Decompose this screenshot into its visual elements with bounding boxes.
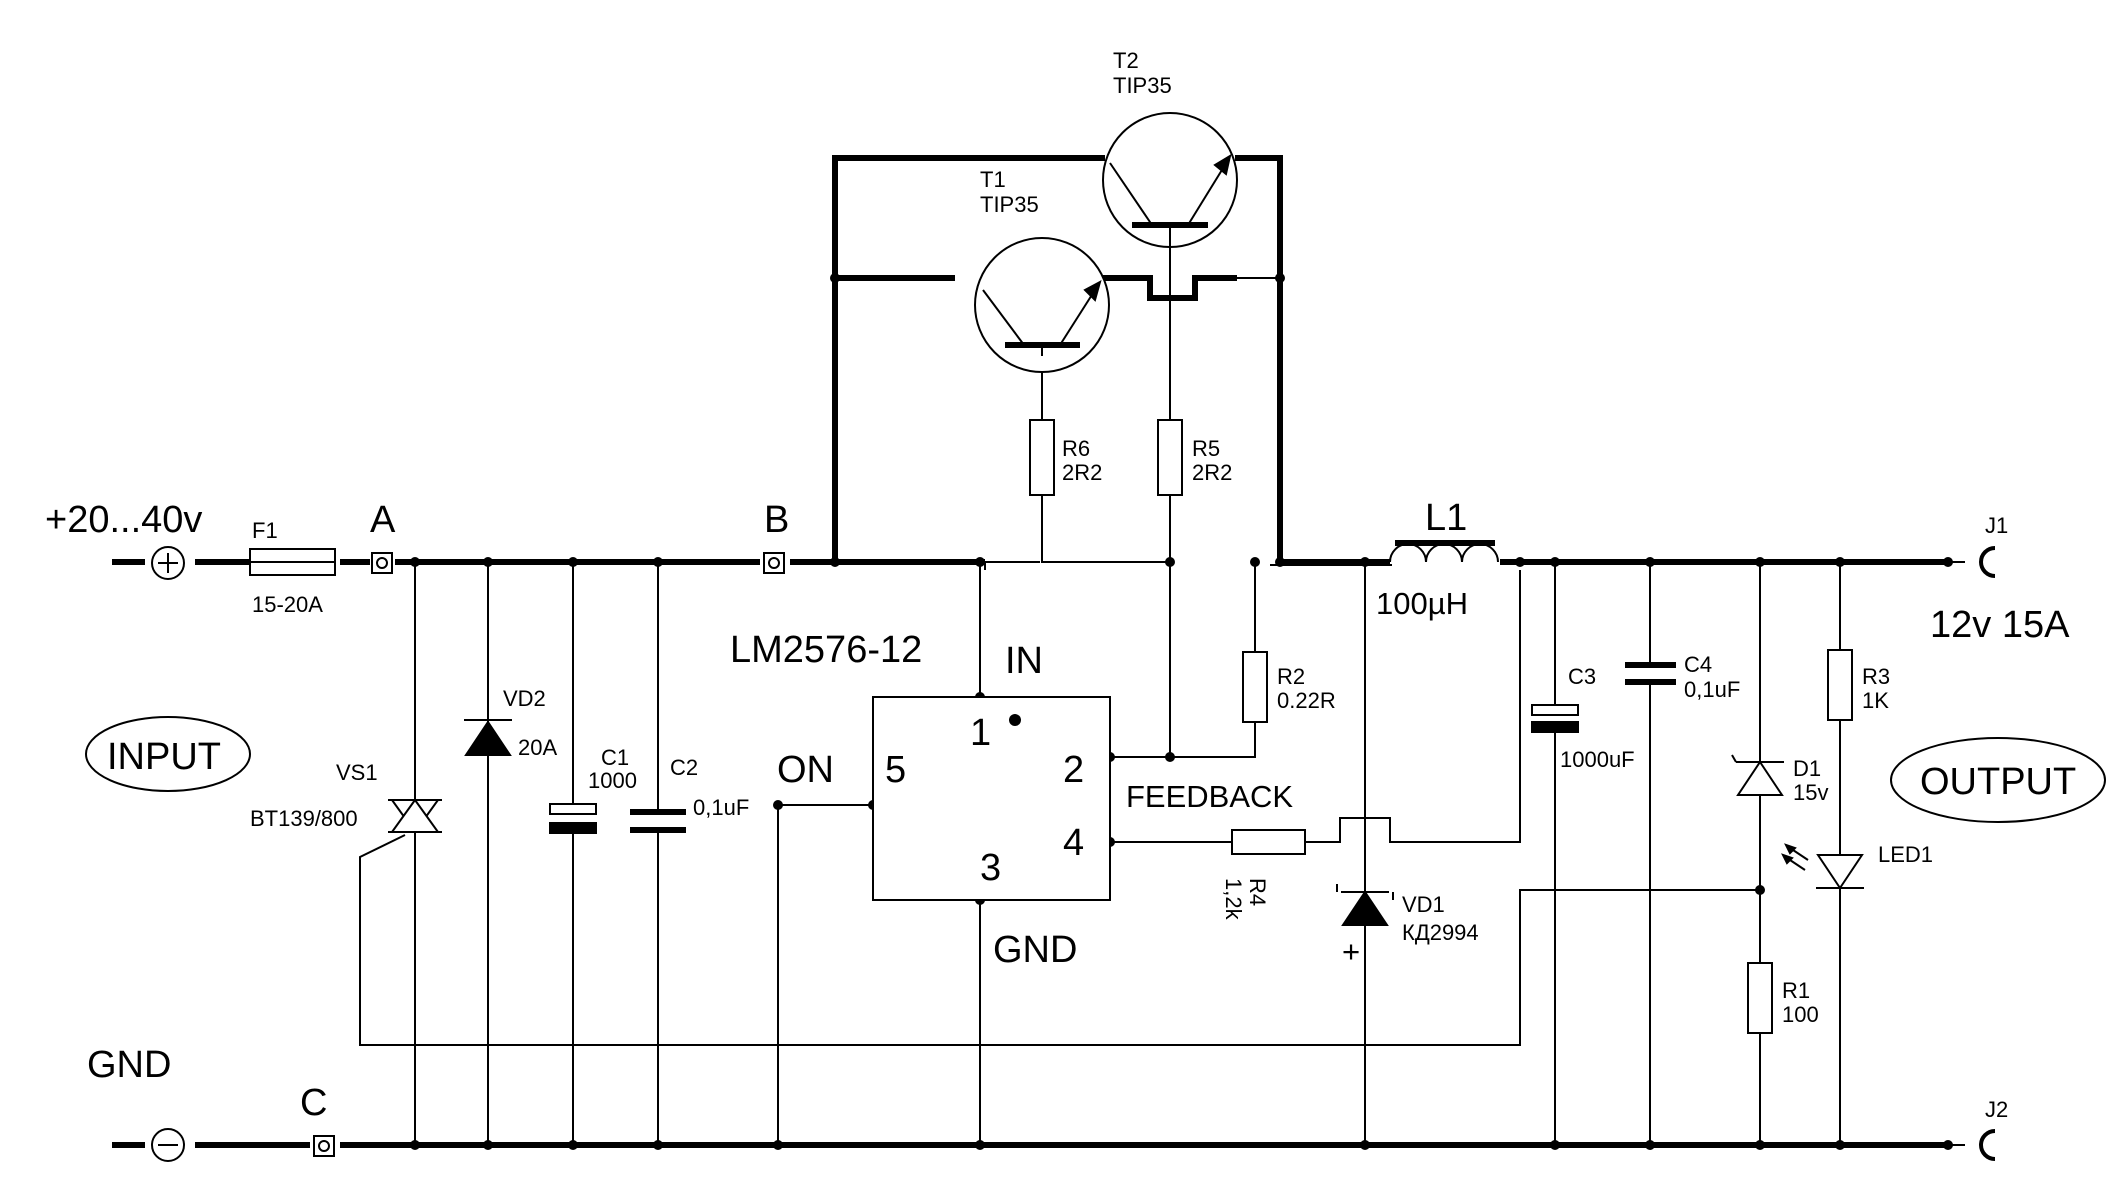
resistor-r2 [1242,651,1268,723]
output-ellipse [1890,737,2106,823]
ic-in-label: IN [1005,640,1043,682]
diode-vd2 [464,719,512,756]
r4-ref: R4 [1245,878,1270,906]
f1-value: 15-20A [252,592,323,617]
led-led1 [1781,843,1864,890]
j1-ref: J1 [1985,513,2008,538]
input-minus-terminal [151,1128,185,1162]
led1-ref: LED1 [1878,842,1933,867]
c3-value: 1000uF [1560,747,1635,772]
capacitor-c3 [1531,704,1579,733]
r6-ref: R6 [1062,436,1090,461]
input-ellipse [85,716,251,792]
t2-value: TIP35 [1113,73,1172,98]
r2-ref: R2 [1277,664,1305,689]
inductor-l1 [1389,540,1499,563]
vd1-ref: VD1 [1402,892,1445,917]
r5-ref: R5 [1192,436,1220,461]
d1-value: 15v [1793,780,1828,805]
d1-ref: D1 [1793,756,1821,781]
vd2-ref: VD2 [503,686,546,711]
l1-value: 100µH [1376,586,1468,621]
r3-value: 1K [1862,688,1889,713]
r6-value: 2R2 [1062,460,1102,485]
vd2-value: 20A [518,735,557,760]
node-a-terminal [371,552,393,574]
t1-ref: T1 [980,167,1006,192]
r5-value: 2R2 [1192,460,1232,485]
c1-ref: C1 [601,745,629,770]
ic-lm2576 [872,696,1111,901]
ic-part-label: LM2576-12 [730,629,922,671]
c4-ref: C4 [1684,652,1712,677]
fuse-f1 [249,548,336,576]
f1-ref: F1 [252,518,278,543]
output-rating-label: 12v 15A [1930,604,2070,646]
node-c-terminal [313,1135,335,1157]
r1-ref: R1 [1782,978,1810,1003]
r2-value: 0.22R [1277,688,1336,713]
vd1-value: КД2994 [1402,920,1479,945]
transistor-t2 [1102,112,1238,248]
resistor-r3 [1827,649,1853,721]
resistor-r5 [1157,419,1183,496]
ic-pin3-label: 3 [980,847,1001,889]
vd1-polarity: + [1342,934,1360,969]
zener-d1 [1731,754,1784,796]
j2-connector [1948,1129,1996,1161]
r1-value: 100 [1782,1002,1819,1027]
j1-connector [1948,546,1996,578]
input-plus-terminal [151,546,185,580]
node-a-label: A [370,499,396,541]
ic-pin5-label: 5 [885,749,906,791]
vs1-value: BT139/800 [250,806,358,831]
output-ellipse-label: OUTPUT [1920,761,2076,803]
ic-pin1-label: 1 [970,712,991,754]
input-voltage-label: +20...40v [45,499,202,541]
junctions [410,273,1953,1150]
t2-ref: T2 [1113,48,1139,73]
t1-value: TIP35 [980,192,1039,217]
l1-ref: L1 [1425,497,1467,539]
r3-ref: R3 [1862,664,1890,689]
resistor-r4 [1231,829,1306,855]
c2-ref: C2 [670,755,698,780]
ic-pin2-label: 2 [1063,749,1084,791]
capacitor-c1 [549,803,597,834]
input-ellipse-label: INPUT [107,736,221,778]
vs1-ref: VS1 [336,760,378,785]
c3-ref: C3 [1568,664,1596,689]
resistor-r6 [1029,419,1055,496]
node-b-terminal [763,552,785,574]
c4-value: 0,1uF [1684,677,1740,702]
node-b-label: B [764,499,789,541]
ic-feedback-label: FEEDBACK [1126,779,1293,814]
transistor-t1 [974,237,1110,373]
resistor-r1 [1747,962,1773,1034]
capacitor-c4 [1625,662,1676,685]
node-c-label: C [300,1082,327,1124]
j2-ref: J2 [1985,1097,2008,1122]
input-gnd-label: GND [87,1044,171,1086]
ic-pin4-label: 4 [1063,822,1084,864]
diode-vd1 [1336,884,1394,926]
c2-value: 0,1uF [693,795,749,820]
ic-gnd-label: GND [993,929,1077,971]
r4-value: 1,2k [1221,878,1246,921]
capacitor-c2 [630,809,686,833]
c1-value: 1000 [588,768,637,793]
triac-vs1 [388,798,442,834]
ic-on-label: ON [777,749,834,791]
wires [112,155,1948,1148]
